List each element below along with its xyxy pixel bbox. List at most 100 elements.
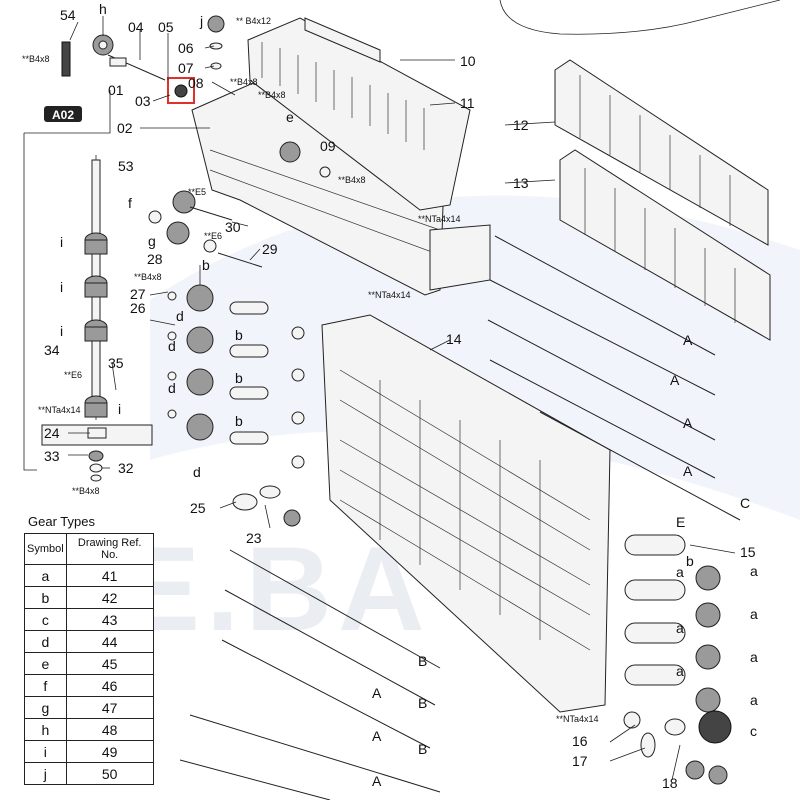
callout-06: 06 [178,40,194,56]
letter-a-5: a [676,564,684,580]
note-b4x8-2: **B4x8 [230,77,258,87]
section-badge [44,106,82,122]
letter-i-3: i [60,323,63,339]
gear-types-title: Gear Types [28,514,95,529]
callout-05: 05 [158,19,174,35]
guide-10 [247,17,471,211]
left-gears-i [84,232,108,418]
gear-letters: h j e f g i i i i b b b b d d d d a a a … [60,1,758,739]
cell-ref: 45 [65,652,154,675]
letter-b-5: b [686,553,694,569]
cell-symbol: g [24,696,67,719]
gear-e [279,141,301,163]
note-nta4x14-3: **NTa4x14 [38,405,81,415]
cell-ref: 50 [65,762,154,785]
letter-a-1: a [750,563,758,579]
callouts: 54 04 05 06 07 08 01 03 02 10 11 12 13 0… [44,7,756,791]
cell-symbol: a [24,564,67,587]
callout-14: 14 [446,331,462,347]
cell-symbol: d [24,630,67,653]
callout-08: 08 [188,75,204,91]
callout-33: 33 [44,448,60,464]
callout-10: 10 [460,53,476,69]
header-drawing-ref: Drawing Ref. No. [65,533,154,565]
note-nta4x14-4: **NTa4x14 [556,714,599,724]
cell-ref: 46 [65,674,154,697]
background-sweep [150,195,800,520]
letter-a-2: a [750,606,758,622]
guide-ribs [579,75,736,323]
callout-16: 16 [572,733,588,749]
cell-symbol: c [24,608,67,631]
note-b4x8-4: **B4x8 [338,175,366,185]
marker-C: C [740,495,750,511]
callout-29: 29 [262,241,278,257]
callout-54: 54 [60,7,76,23]
callout-32: 32 [118,460,134,476]
cell-ref: 42 [65,586,154,609]
note-b4x12: ** B4x12 [236,16,271,26]
callout-35: 35 [108,355,124,371]
marker-B-1: B [418,653,427,669]
callout-18: 18 [662,775,678,791]
callout-24: 25 [190,500,206,516]
letter-a-4: a [750,692,758,708]
section-badge-label: A02 [52,108,74,122]
marker-B-2: B [418,695,427,711]
callout-28: 28 [147,251,163,267]
main-frame-ribs [339,369,591,651]
letter-g: g [148,233,156,249]
part-14-bracket [429,224,491,291]
belt-23-24 [232,485,301,527]
callout-25: 24 [44,425,60,441]
letter-d-3: d [168,380,176,396]
letter-b-4: b [235,413,243,429]
marker-A-1: A [683,332,693,348]
note-b4x8-6: **B4x8 [72,486,100,496]
letter-d-4: d [193,464,201,480]
callout-03: 03 [135,93,151,109]
letter-b-2: b [235,327,243,343]
note-e6-2: **E6 [64,370,82,380]
callout-30: 30 [225,219,241,235]
marker-B-3: B [418,741,427,757]
gear-c [698,710,732,744]
leader-lines [68,16,736,781]
note-e6-1: **E6 [204,231,222,241]
marker-A-4: A [683,463,693,479]
cell-symbol: e [24,652,67,675]
callout-11: 11 [460,95,475,111]
note-nta4x14-2: **NTa4x14 [368,290,411,300]
handle-10 [304,17,381,63]
main-frame-14 [321,314,611,713]
axle-markers: A A A A C E B B B A A A [372,332,750,789]
letter-c: c [750,723,757,739]
marker-A-2: A [670,372,680,388]
cell-ref: 48 [65,718,154,741]
letter-d-2: d [168,338,176,354]
letter-b-1: b [202,257,210,273]
letter-b-3: b [235,370,243,386]
letter-d-1: d [176,308,184,324]
callout-04: 04 [128,19,144,35]
callout-27: 27 [130,286,146,302]
callout-02: 02 [117,120,133,136]
callout-01: 01 [108,82,124,98]
note-nta4x14-1: **NTa4x14 [418,214,461,224]
guide-12 [554,59,769,246]
callout-09: 09 [320,138,336,154]
note-b4x8-5: **B4x8 [134,272,162,282]
cell-ref: 44 [65,630,154,653]
cell-ref: 49 [65,740,154,763]
letter-i-2: i [60,279,63,295]
cell-symbol: i [24,740,67,763]
gear-clusters-right [623,534,732,785]
callout-13: 13 [513,175,529,191]
